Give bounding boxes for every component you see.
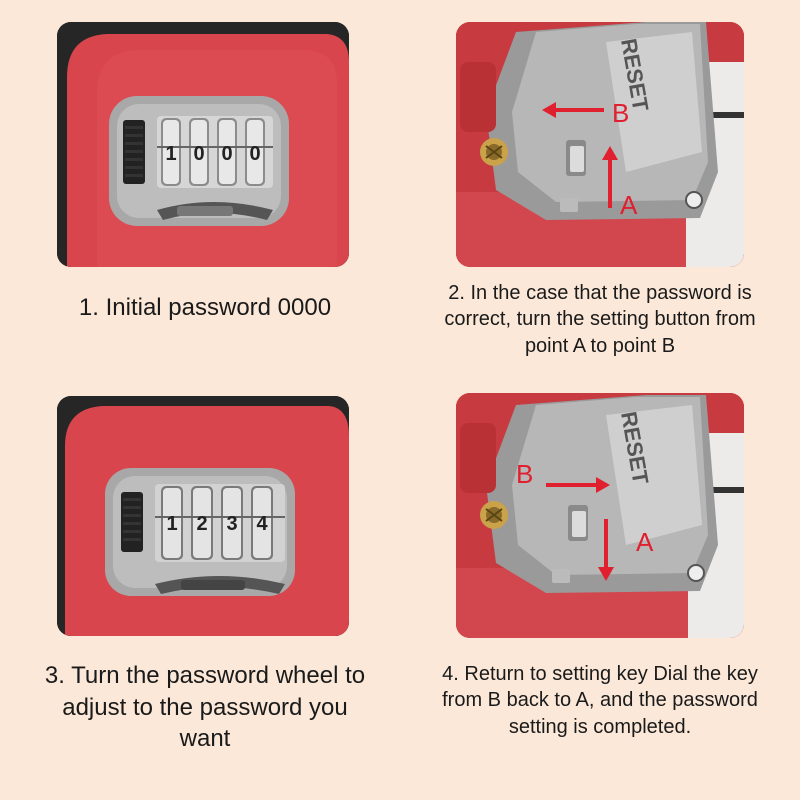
point-b-label-step-4: B xyxy=(516,459,533,489)
step-4-caption: 4. Return to setting key Dial the key fr… xyxy=(442,663,758,738)
dial-digit-3: 0 xyxy=(221,143,232,165)
dial-digit-1: 1 xyxy=(165,143,176,165)
point-a-label-step-4: A xyxy=(636,527,654,557)
adjusted-dial-digit-3: 3 xyxy=(226,513,237,535)
dial-digit-2: 0 xyxy=(193,143,204,165)
step-1-caption: 1. Initial password 0000 xyxy=(78,294,332,321)
step-2-caption: 2. In the case that the password is corr… xyxy=(444,282,756,357)
reset-button-photo-b-to-a: RESET B A xyxy=(456,393,744,638)
adjusted-dial-digit-4: 4 xyxy=(256,513,268,535)
step-3-caption: 3. Turn the password wheel to adjust to … xyxy=(44,662,366,753)
adjusted-dial-digit-2: 2 xyxy=(196,513,207,535)
lock-dial-photo-initial: 1 0 0 0 xyxy=(57,22,349,267)
adjusted-dial-digit-1: 1 xyxy=(166,513,177,535)
lock-dial-photo-adjusted: 1 2 3 4 xyxy=(57,396,349,636)
point-a-label: A xyxy=(620,190,638,220)
point-b-label: B xyxy=(612,98,629,128)
dial-digit-4: 0 xyxy=(249,143,260,165)
reset-button-photo-a-to-b: RESET B A xyxy=(456,22,744,267)
